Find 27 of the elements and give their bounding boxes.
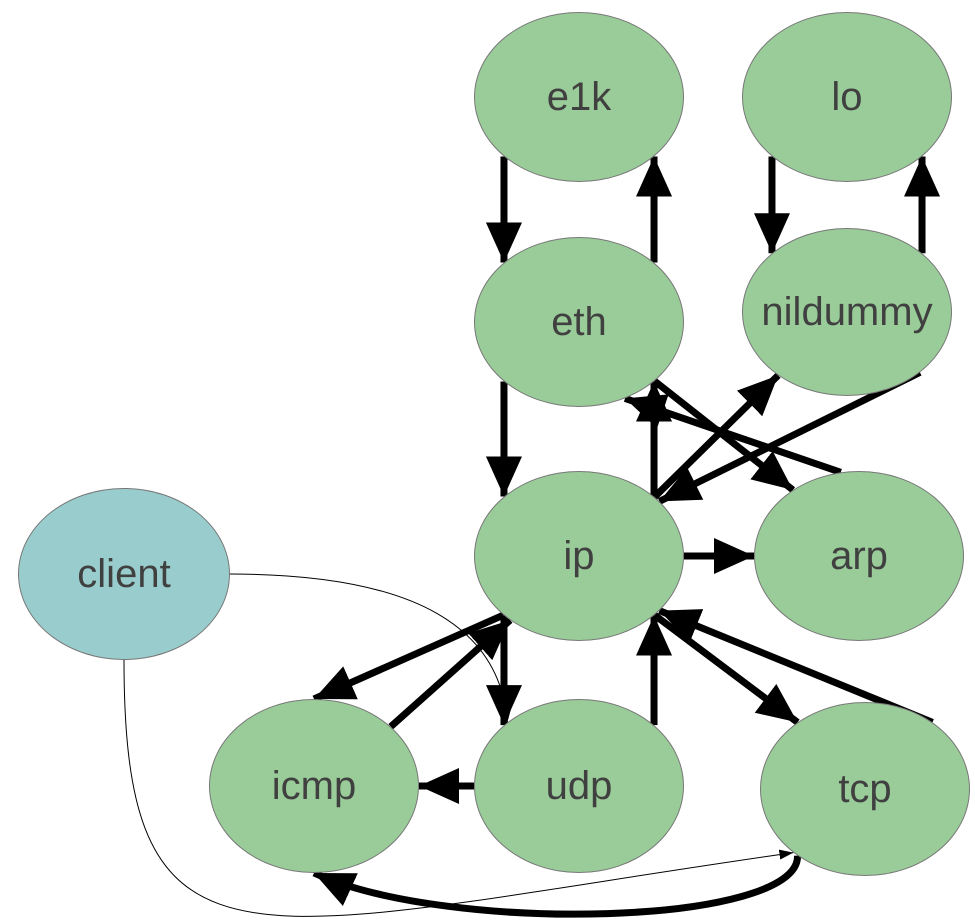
node-label: client <box>77 552 171 596</box>
node-label: nildummy <box>761 290 933 334</box>
arrow <box>419 768 474 804</box>
node-label: udp <box>546 764 612 808</box>
arrow <box>636 381 672 497</box>
node-label: lo <box>831 74 863 120</box>
arrow <box>652 612 800 726</box>
arrow <box>486 381 522 497</box>
arrow <box>230 574 510 723</box>
node-label: eth <box>551 300 607 344</box>
arrow <box>124 660 794 917</box>
arrow <box>388 618 512 730</box>
node-label: e1k <box>546 74 612 120</box>
arrow <box>904 156 940 254</box>
arrow <box>754 156 790 254</box>
arrow <box>624 394 842 476</box>
arrow <box>486 615 522 726</box>
arrow <box>636 156 672 263</box>
node-label: icmp <box>272 764 356 808</box>
arrow <box>652 378 796 493</box>
arrow <box>684 538 754 574</box>
node-label: tcp <box>838 766 892 812</box>
arrow <box>652 372 781 500</box>
arrow <box>486 156 522 263</box>
node-label: arp <box>830 534 888 578</box>
arrow <box>312 854 801 918</box>
node-label: ip <box>563 534 595 578</box>
